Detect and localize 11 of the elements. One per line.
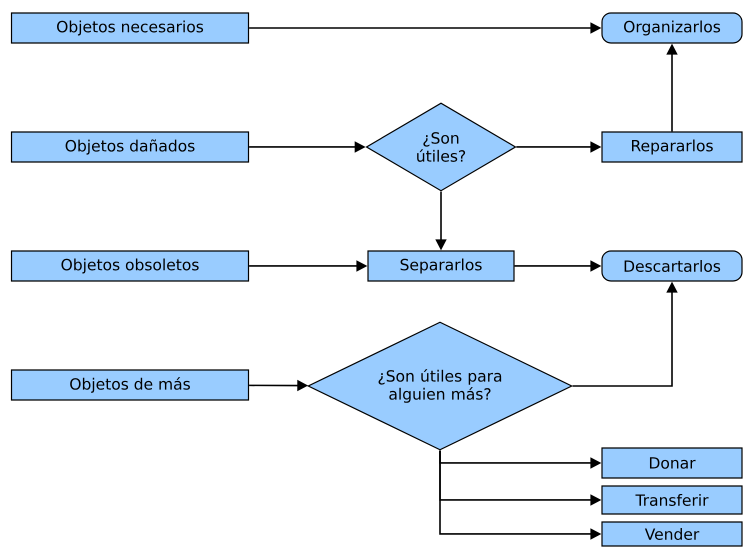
process-box: Separarlos [367, 250, 515, 282]
process-box: Vender [601, 521, 743, 547]
process-box: Donar [601, 447, 743, 479]
process-box: Transferir [601, 485, 743, 515]
process-box: Objetos obsoletos [10, 250, 250, 282]
process-box: Objetos necesarios [10, 12, 250, 44]
terminal-box: Organizarlos [601, 12, 743, 44]
process-box: Repararlos [601, 131, 743, 163]
terminal-box: Descartarlos [601, 250, 743, 282]
process-box: Objetos dañados [10, 131, 250, 163]
process-box: Objetos de más [10, 369, 250, 401]
